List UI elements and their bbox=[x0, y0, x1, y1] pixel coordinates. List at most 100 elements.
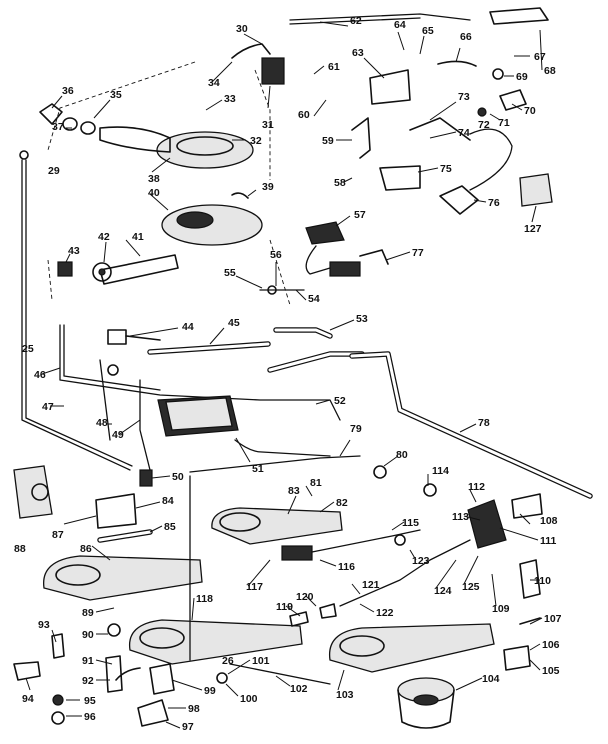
callout-106: 106 bbox=[542, 639, 560, 651]
callout-39: 39 bbox=[262, 181, 274, 193]
callout-65: 65 bbox=[422, 25, 434, 37]
callout-98: 98 bbox=[188, 703, 200, 715]
callout-107: 107 bbox=[544, 613, 562, 625]
callout-75: 75 bbox=[440, 163, 452, 175]
callout-100: 100 bbox=[240, 693, 258, 705]
callout-112: 112 bbox=[468, 481, 485, 493]
callout-76: 76 bbox=[488, 197, 500, 209]
callout-55: 55 bbox=[224, 267, 236, 279]
callout-90: 90 bbox=[82, 629, 94, 641]
callout-42: 42 bbox=[98, 231, 110, 243]
callout-67: 67 bbox=[534, 51, 546, 63]
dashed-outline-mid bbox=[269, 239, 291, 306]
callout-71: 71 bbox=[498, 117, 510, 129]
callout-84: 84 bbox=[162, 495, 174, 507]
callout-43: 43 bbox=[68, 245, 80, 257]
callout-125: 125 bbox=[462, 581, 480, 593]
callout-97: 97 bbox=[182, 721, 194, 733]
callout-81: 81 bbox=[310, 477, 322, 489]
callout-82: 82 bbox=[336, 497, 348, 509]
callout-121: 121 bbox=[362, 579, 380, 591]
callout-25: 25 bbox=[22, 343, 34, 355]
callout-59: 59 bbox=[322, 135, 334, 147]
callout-85: 85 bbox=[164, 521, 176, 533]
callout-88: 88 bbox=[14, 543, 26, 555]
upper-burner-assembly bbox=[39, 103, 263, 285]
middle-components bbox=[147, 221, 593, 499]
callout-58: 58 bbox=[334, 177, 346, 189]
callout-103: 103 bbox=[336, 689, 354, 701]
callout-60: 60 bbox=[298, 109, 310, 121]
callout-69: 69 bbox=[516, 71, 528, 83]
callout-46: 46 bbox=[34, 369, 46, 381]
callout-70: 70 bbox=[524, 105, 536, 117]
callout-78: 78 bbox=[478, 417, 490, 429]
callout-53: 53 bbox=[356, 313, 368, 325]
callout-92: 92 bbox=[82, 675, 94, 687]
callout-127: 127 bbox=[524, 223, 542, 235]
callout-33: 33 bbox=[224, 93, 236, 105]
callout-111: 111 bbox=[540, 535, 557, 547]
callout-116: 116 bbox=[338, 561, 355, 573]
dashed-outline-top bbox=[47, 61, 196, 151]
callout-37: 37 bbox=[52, 121, 64, 133]
callout-68: 68 bbox=[544, 65, 556, 77]
callout-113: 113 bbox=[452, 511, 469, 523]
callout-102: 102 bbox=[290, 683, 308, 695]
callout-96: 96 bbox=[84, 711, 96, 723]
callout-94: 94 bbox=[22, 693, 34, 705]
callout-29: 29 bbox=[48, 165, 60, 177]
dashed-outline-left bbox=[47, 259, 53, 301]
leader-lines bbox=[25, 21, 543, 729]
valve-manifold bbox=[99, 329, 331, 487]
upper-control-parts bbox=[231, 7, 553, 215]
callout-93: 93 bbox=[38, 619, 50, 631]
callout-118: 118 bbox=[196, 593, 213, 605]
callout-124: 124 bbox=[434, 585, 452, 597]
callout-64: 64 bbox=[394, 19, 406, 31]
callout-80: 80 bbox=[396, 449, 408, 461]
callout-91: 91 bbox=[82, 655, 94, 667]
callout-119: 119 bbox=[276, 601, 293, 613]
callout-83: 83 bbox=[288, 485, 300, 497]
callout-74: 74 bbox=[458, 127, 470, 139]
callout-54: 54 bbox=[308, 293, 320, 305]
callout-44: 44 bbox=[182, 321, 194, 333]
callout-49: 49 bbox=[112, 429, 124, 441]
callout-117: 117 bbox=[246, 581, 263, 593]
callout-45: 45 bbox=[228, 317, 240, 329]
callout-61: 61 bbox=[328, 61, 340, 73]
callout-52: 52 bbox=[334, 395, 346, 407]
callout-41: 41 bbox=[132, 231, 144, 243]
callout-63: 63 bbox=[352, 47, 364, 59]
callout-38: 38 bbox=[148, 173, 160, 185]
callout-57: 57 bbox=[354, 209, 366, 221]
callout-105: 105 bbox=[542, 665, 560, 677]
callout-79: 79 bbox=[350, 423, 362, 435]
left-gas-line bbox=[19, 150, 341, 471]
callout-86: 86 bbox=[80, 543, 92, 555]
callout-109: 109 bbox=[492, 603, 510, 615]
callout-101: 101 bbox=[252, 655, 270, 667]
dashed-outline-right bbox=[254, 69, 271, 180]
callout-110: 110 bbox=[534, 575, 551, 587]
callout-99: 99 bbox=[204, 685, 216, 697]
callout-36: 36 bbox=[62, 85, 74, 97]
callout-47: 47 bbox=[42, 401, 54, 413]
callout-72: 72 bbox=[478, 119, 490, 131]
callout-62: 62 bbox=[350, 15, 362, 27]
callout-89: 89 bbox=[82, 607, 94, 619]
callout-120: 120 bbox=[296, 591, 314, 603]
callout-56: 56 bbox=[270, 249, 282, 261]
callout-50: 50 bbox=[172, 471, 184, 483]
callout-66: 66 bbox=[460, 31, 472, 43]
callout-104: 104 bbox=[482, 673, 500, 685]
callout-31: 31 bbox=[262, 119, 274, 131]
callout-32: 32 bbox=[250, 135, 262, 147]
callout-95: 95 bbox=[84, 695, 96, 707]
callout-122: 122 bbox=[376, 607, 394, 619]
callout-26: 26 bbox=[222, 655, 234, 667]
callout-34: 34 bbox=[208, 77, 220, 89]
lower-burner-assembly bbox=[43, 507, 495, 729]
